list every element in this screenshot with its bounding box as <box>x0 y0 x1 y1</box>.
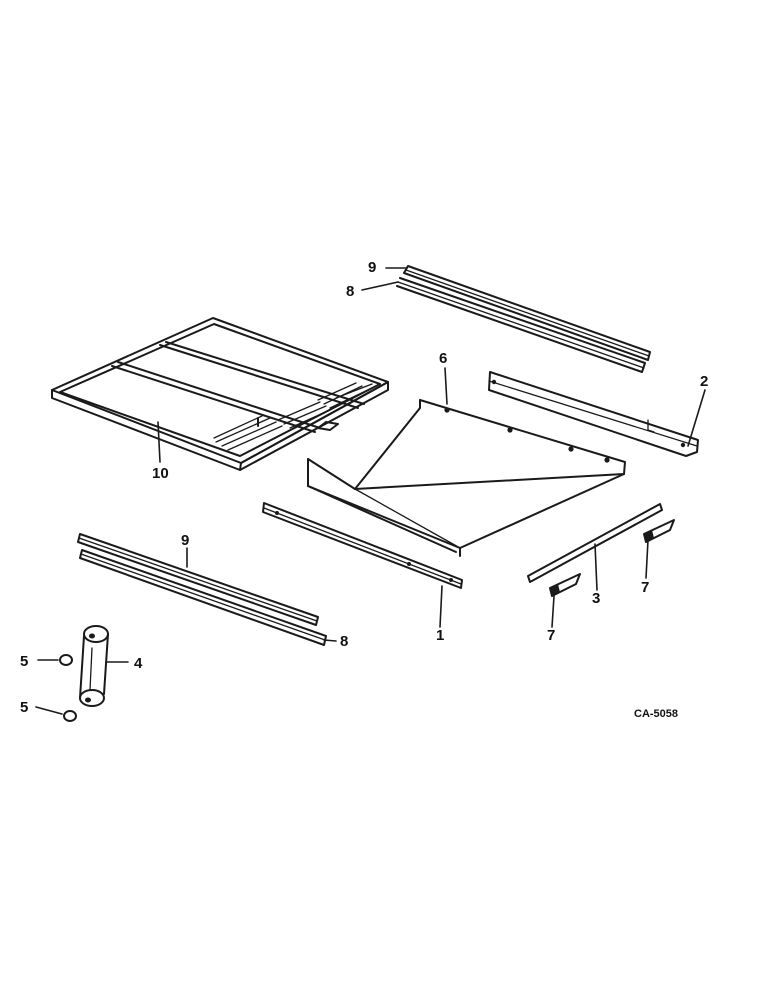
callout-9-upper: 9 <box>368 259 376 276</box>
callout-1: 1 <box>436 627 444 644</box>
callout-6: 6 <box>439 350 447 367</box>
clip-7-left <box>549 573 581 597</box>
angle-bracket-2 <box>488 371 699 457</box>
upper-strip-9 <box>403 265 651 361</box>
lower-strip-8 <box>79 549 327 646</box>
callout-5-lower: 5 <box>20 699 28 716</box>
callout-2: 2 <box>700 373 708 390</box>
link-4 <box>79 625 109 707</box>
callout-3: 3 <box>592 590 600 607</box>
bushing-5-lower <box>63 710 77 722</box>
clip-7-right <box>643 519 675 543</box>
lower-strip-9 <box>77 533 319 626</box>
callout-7-left: 7 <box>547 627 555 644</box>
callout-7-right: 7 <box>641 579 649 596</box>
callout-8-lower: 8 <box>340 633 348 650</box>
upper-strip-8 <box>396 277 646 373</box>
drawing-code: CA-5058 <box>634 708 678 720</box>
leader-lines <box>35 267 706 715</box>
tray-6 <box>307 399 626 557</box>
callout-8-upper: 8 <box>346 283 354 300</box>
callout-5-upper: 5 <box>20 653 28 670</box>
strip-3 <box>527 503 663 583</box>
callout-10: 10 <box>152 465 169 482</box>
angle-bracket-1 <box>262 502 463 589</box>
callout-9-lower: 9 <box>181 532 189 549</box>
callout-4: 4 <box>134 655 143 672</box>
sieve-panel-10 <box>51 317 389 471</box>
bushing-5-upper <box>59 654 73 666</box>
